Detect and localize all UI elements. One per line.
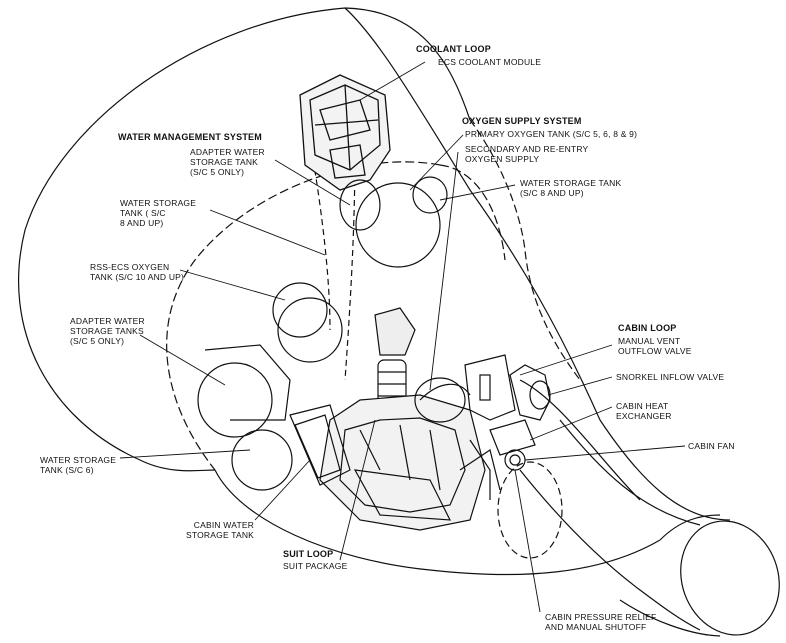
rss-oxygen-tank-label: RSS-ECS OXYGEN TANK (S/C 10 AND UP) bbox=[90, 262, 185, 282]
coolant-module-label: ECS COOLANT MODULE bbox=[438, 57, 542, 67]
suit-package-label: SUIT PACKAGE bbox=[283, 561, 348, 571]
water-storage-tank-sc6 bbox=[231, 429, 293, 491]
cabin-heat-exchanger-label: CABIN HEAT EXCHANGER bbox=[616, 401, 672, 421]
adapter-water-tank bbox=[197, 362, 273, 438]
cabin-water-storage-tank bbox=[289, 404, 452, 521]
water-management-heading: WATER MANAGEMENT SYSTEM bbox=[118, 132, 262, 142]
cabin-water-tank-label: CABIN WATER STORAGE TANK bbox=[186, 520, 255, 540]
snorkel-inflow-label: SNORKEL INFLOW VALVE bbox=[616, 372, 725, 382]
water-storage-tank-sc6-label: WATER STORAGE TANK (S/C 6) bbox=[40, 455, 117, 475]
cabin-fan-label: CABIN FAN bbox=[688, 441, 735, 451]
manual-vent-label: MANUAL VENT OUTFLOW VALVE bbox=[618, 336, 692, 356]
oxygen-supply-heading: OXYGEN SUPPLY SYSTEM bbox=[462, 116, 582, 126]
rss-oxygen-tank bbox=[272, 282, 328, 338]
cabin-fan bbox=[504, 449, 526, 471]
coolant-module bbox=[299, 74, 391, 191]
adapter-water-tanks-label: ADAPTER WATER STORAGE TANKS (S/C 5 ONLY) bbox=[70, 316, 145, 346]
primary-oxygen-tank-label: PRIMARY OXYGEN TANK (S/C 5, 6, 8 & 9) bbox=[465, 129, 638, 139]
cabin-pressure-relief-label: CABIN PRESSURE RELIEF AND MANUAL SHUTOFF bbox=[545, 612, 657, 632]
suit-package bbox=[319, 307, 501, 531]
suit-loop-heading: SUIT LOOP bbox=[283, 549, 334, 559]
secondary-oxygen-label: SECONDARY AND RE-ENTRY OXYGEN SUPPLY bbox=[465, 144, 589, 164]
water-storage-tank-right-label: WATER STORAGE TANK (S/C 8 AND UP) bbox=[520, 178, 622, 198]
cabin-outline bbox=[214, 469, 661, 576]
adapter-outline bbox=[17, 7, 346, 472]
water-storage-tank-left-label: WATER STORAGE TANK ( S/C 8 AND UP) bbox=[120, 198, 197, 228]
primary-oxygen-tank bbox=[355, 182, 441, 268]
cabin-loop-assembly bbox=[464, 354, 551, 500]
nose-cone bbox=[680, 520, 780, 636]
adapter-water-tank-label: ADAPTER WATER STORAGE TANK (S/C 5 ONLY) bbox=[190, 147, 265, 177]
coolant-loop-heading: COOLANT LOOP bbox=[416, 44, 491, 54]
cabin-loop-heading: CABIN LOOP bbox=[618, 323, 677, 333]
